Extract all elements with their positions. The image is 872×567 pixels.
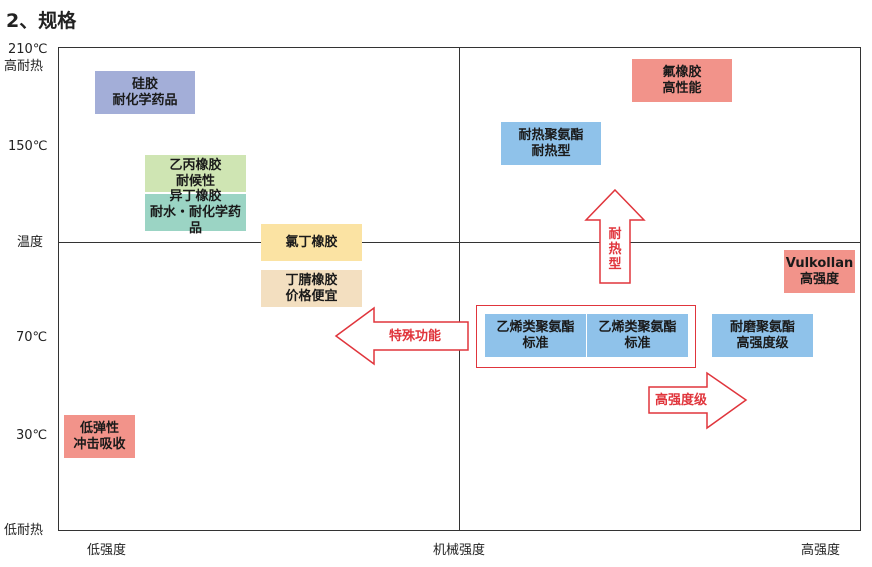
- y-tick-150: 150℃: [8, 139, 48, 154]
- page-title: 2、规格: [6, 10, 77, 32]
- box-heat-resistant-pu: 耐热聚氨酯 耐热型: [501, 122, 601, 165]
- box-vulkollan: Vulkollan 高强度: [784, 250, 855, 293]
- box-vinyl-pu-standard-1: 乙烯类聚氨酯 标准: [485, 314, 586, 357]
- special-function-label: 特殊功能: [389, 329, 442, 344]
- box-silicone: 硅胶 耐化学药品: [95, 71, 195, 114]
- standard-pu-group-outline: [476, 305, 696, 368]
- vertical-center-line: [459, 47, 460, 531]
- horizontal-center-line: [58, 242, 861, 243]
- x-left-label: 低强度: [87, 543, 127, 558]
- x-middle-label: 机械强度: [433, 543, 486, 558]
- high-strength-label: 高强度级: [655, 393, 708, 408]
- box-vinyl-pu-standard-2: 乙烯类聚氨酯 标准: [587, 314, 688, 357]
- y-middle-label: 温度: [17, 235, 44, 250]
- high-strength-arrow: [648, 371, 748, 430]
- y-bottom-label: 低耐热: [4, 523, 44, 538]
- heat-resistant-label: 耐热型: [608, 227, 622, 272]
- box-nbr: 丁腈橡胶 价格便宜: [261, 270, 362, 307]
- heat-resistant-arrow: [584, 188, 646, 284]
- y-tick-30: 30℃: [16, 428, 48, 443]
- y-tick-70: 70℃: [16, 330, 48, 345]
- box-wear-resistant-pu: 耐磨聚氨酯 高强度级: [712, 314, 813, 357]
- box-chloroprene: 氯丁橡胶: [261, 224, 362, 261]
- x-right-label: 高强度: [801, 543, 841, 558]
- y-top-label: 高耐热: [4, 59, 44, 74]
- box-low-elasticity: 低弹性 冲击吸收: [64, 415, 135, 458]
- box-epdm: 乙丙橡胶 耐候性: [145, 155, 246, 192]
- special-function-arrow: [334, 306, 469, 366]
- y-top-value: 210℃: [8, 42, 48, 57]
- box-fluoro-rubber: 氟橡胶 高性能: [632, 59, 732, 102]
